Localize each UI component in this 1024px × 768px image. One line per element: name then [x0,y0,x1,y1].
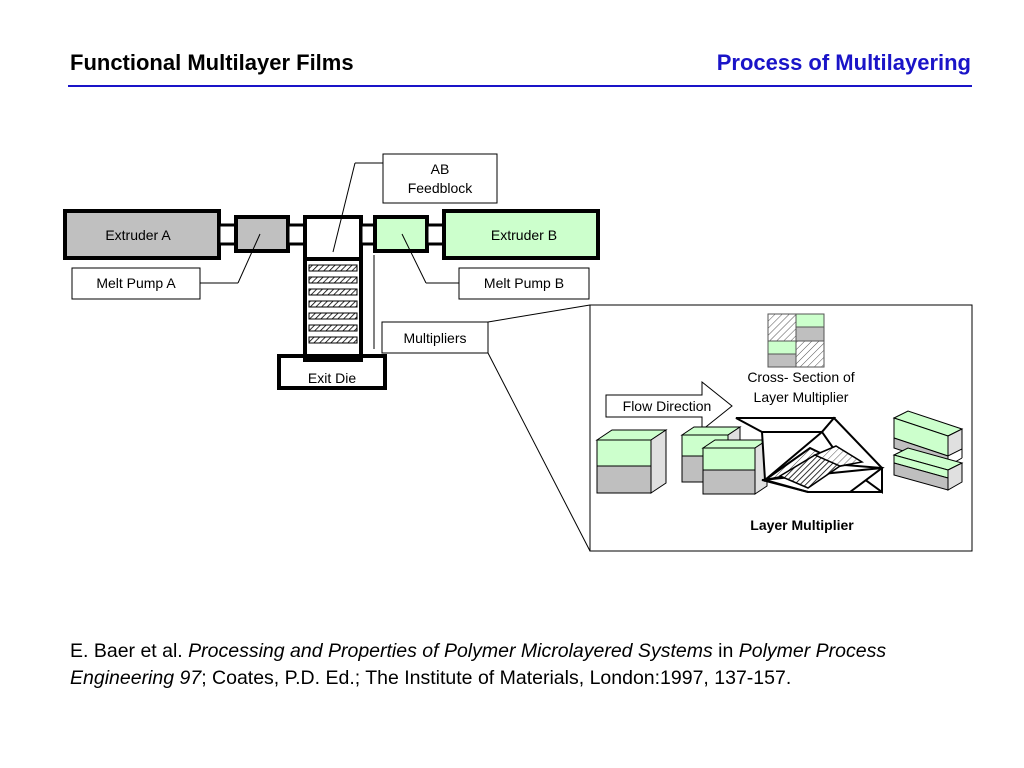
extruder-b: Extruder B [442,209,600,260]
layer-multiplier-die [735,416,885,494]
ab-feedblock [303,215,363,261]
melt-pump-b-label: Melt Pump B [484,275,564,291]
melt-pump-a [234,215,290,253]
reference-authors: E. Baer et al. [70,640,183,662]
multipliers-label: Multipliers [403,330,466,346]
split-layer-blocks [680,426,769,495]
input-layer-block [595,429,668,494]
reference-citation: E. Baer et al. Processing and Properties… [70,638,950,692]
extruder-b-label: Extruder B [491,227,557,243]
header-rule [68,85,972,87]
layer-multiplier-caption: Layer Multiplier [750,517,854,533]
reference-connector: in [718,640,734,662]
melt-pump-b [373,215,429,253]
reference-details: ; Coates, P.D. Ed.; The Institute of Mat… [201,667,792,689]
feedblock-callout: AB Feedblock [332,153,498,253]
output-layer-blocks [892,410,964,491]
multiplier-stack [303,257,363,358]
cross-section-label-line1: Cross- Section of [747,369,854,385]
melt-pump-b-callout: Melt Pump B [401,233,590,300]
connector-pipe [217,223,238,246]
cross-section-icon [767,313,825,368]
multipliers-callout: Multipliers [373,255,591,552]
connector-pipe [359,223,377,246]
cross-section-label-line2: Layer Multiplier [754,389,849,405]
slide-title: Functional Multilayer Films [70,50,354,75]
connector-pipe [425,223,446,246]
feedblock-label-line2: Feedblock [408,180,474,196]
extruder-a-label: Extruder A [105,227,171,243]
layer-multiplier-detail: Cross- Section of Layer Multiplier Flow … [589,304,973,552]
melt-pump-a-label: Melt Pump A [96,275,176,291]
exit-die-label: Exit Die [308,370,356,386]
reference-book: Polymer Process Engineering 97 [70,640,887,689]
flow-direction-arrow: Flow Direction [605,380,733,432]
connector-pipe [286,223,307,246]
feedblock-label-line1: AB [431,161,450,177]
section-title: Process of Multilayering [716,50,971,75]
melt-pump-a-callout: Melt Pump A [71,233,261,300]
extruder-a: Extruder A [63,209,221,260]
reference-title: Processing and Properties of Polymer Mic… [188,640,713,662]
exit-die: Exit Die [277,354,387,390]
flow-direction-label: Flow Direction [623,398,712,414]
